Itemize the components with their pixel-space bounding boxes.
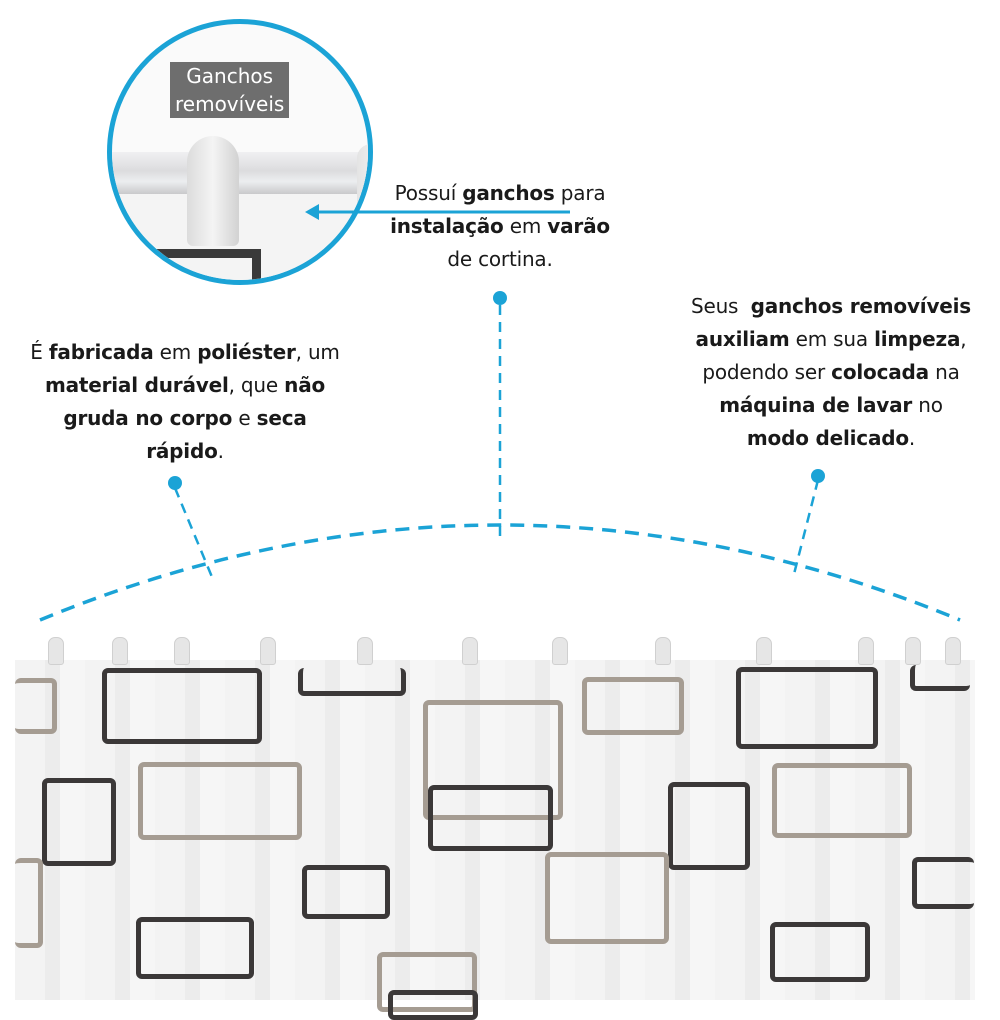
hook-ring (187, 136, 239, 246)
arrow-head-icon (305, 204, 319, 220)
curtain-rod (112, 152, 368, 194)
hook-icon (112, 637, 128, 665)
caption-cleaning: Seus ganchos removíveis auxiliam em sua … (690, 294, 972, 450)
hook-icon (552, 637, 568, 665)
hook-icon (756, 637, 772, 665)
pattern-rect (582, 677, 684, 735)
pattern-rect (388, 990, 478, 1020)
hook-icon (462, 637, 478, 665)
pattern-rect (15, 678, 57, 734)
pattern-rect (298, 668, 406, 696)
pattern-rect (302, 865, 390, 919)
hook-icon (905, 637, 921, 665)
pattern-rect (136, 917, 254, 979)
hook-icon (48, 637, 64, 665)
pattern-rect (138, 762, 302, 840)
pattern-rect (668, 782, 750, 870)
shower-curtain (15, 660, 975, 1000)
pattern-rect (912, 857, 974, 909)
hook-icon (655, 637, 671, 665)
hook-icon (260, 637, 276, 665)
hook-icon (357, 637, 373, 665)
caption-hooks: Possuí ganchos para instalação em varão … (390, 181, 610, 271)
pointer-dot-icon (811, 469, 825, 483)
curtain-fabric-detail (112, 194, 368, 280)
pattern-rect (910, 665, 970, 691)
pattern-rect (102, 668, 262, 744)
inset-label-line: Ganchos (186, 64, 274, 88)
pattern-rect (15, 858, 43, 948)
inset-label-line: removíveis (175, 92, 285, 116)
pointer-dot-icon (168, 476, 182, 490)
pattern-square (132, 249, 261, 280)
hook-icon (945, 637, 961, 665)
pointer-dot-icon (493, 291, 507, 305)
caption-material: É fabricada em poliéster, um material du… (30, 340, 340, 463)
pattern-rect (42, 778, 116, 866)
hook-icon (174, 637, 190, 665)
pattern-rect (545, 852, 669, 944)
pattern-rect (770, 922, 870, 982)
pattern-rect (736, 667, 878, 749)
inset-label: Ganchos removíveis (170, 62, 290, 118)
hook-ring (357, 144, 368, 254)
pattern-rect (428, 785, 553, 851)
hook-detail-inset: Ganchos removíveis (107, 19, 373, 285)
pattern-rect (772, 763, 912, 838)
hook-icon (858, 637, 874, 665)
pattern-rect (423, 700, 563, 820)
